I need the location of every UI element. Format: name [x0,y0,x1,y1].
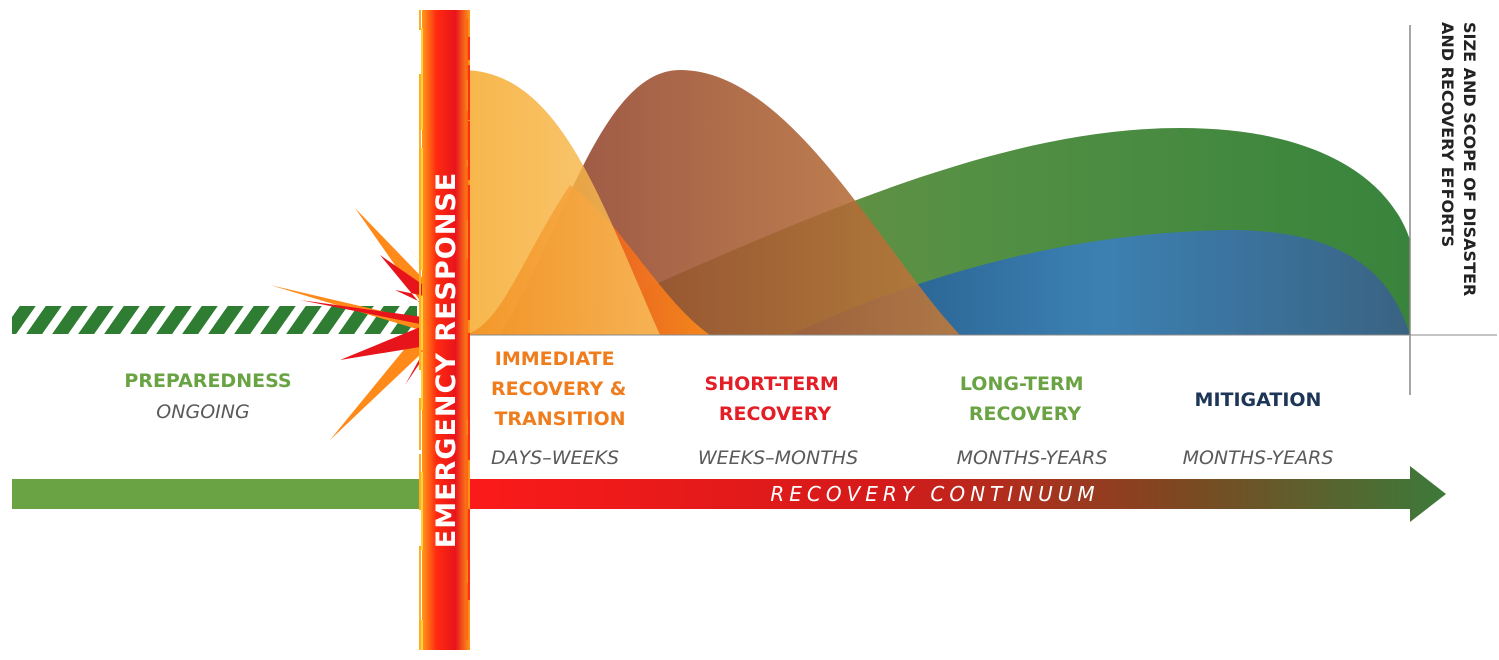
preparedness-hatched-bar [12,306,417,334]
short-term-label: SHORT-TERM RECOVERY [705,373,846,425]
emergency-response-fringe [419,10,470,650]
emergency-response-band: EMERGENCY RESPONSE [419,10,470,650]
mitigation-curve [790,230,1410,335]
emergency-response-label: EMERGENCY RESPONSE [431,172,462,548]
immediate-yellow-curve [462,70,660,335]
immediate-label: IMMEDIATE RECOVERY & TRANSITION [491,348,633,430]
short-term-timeframe: WEEKS–MONTHS [698,447,858,469]
mitigation-timeframe: MONTHS-YEARS [1183,447,1334,469]
long-term-timeframe: MONTHS-YEARS [957,447,1108,469]
recovery-continuum-label: RECOVERY CONTINUUM [770,482,1099,506]
recovery-continuum-arrow [432,466,1446,522]
preparedness-timeframe: ONGOING [156,401,249,423]
mitigation-label: MITIGATION [1195,389,1322,411]
axis-label: SIZE AND SCOPE OF DISASTER AND RECOVERY … [1438,22,1479,302]
preparedness-bar [12,479,432,509]
preparedness-label: PREPAREDNESS [124,370,291,392]
explosion-burst [270,208,452,440]
phase-curves [462,70,1410,335]
long-term-label: LONG-TERM RECOVERY [960,373,1090,425]
immediate-timeframe: DAYS–WEEKS [491,447,619,469]
